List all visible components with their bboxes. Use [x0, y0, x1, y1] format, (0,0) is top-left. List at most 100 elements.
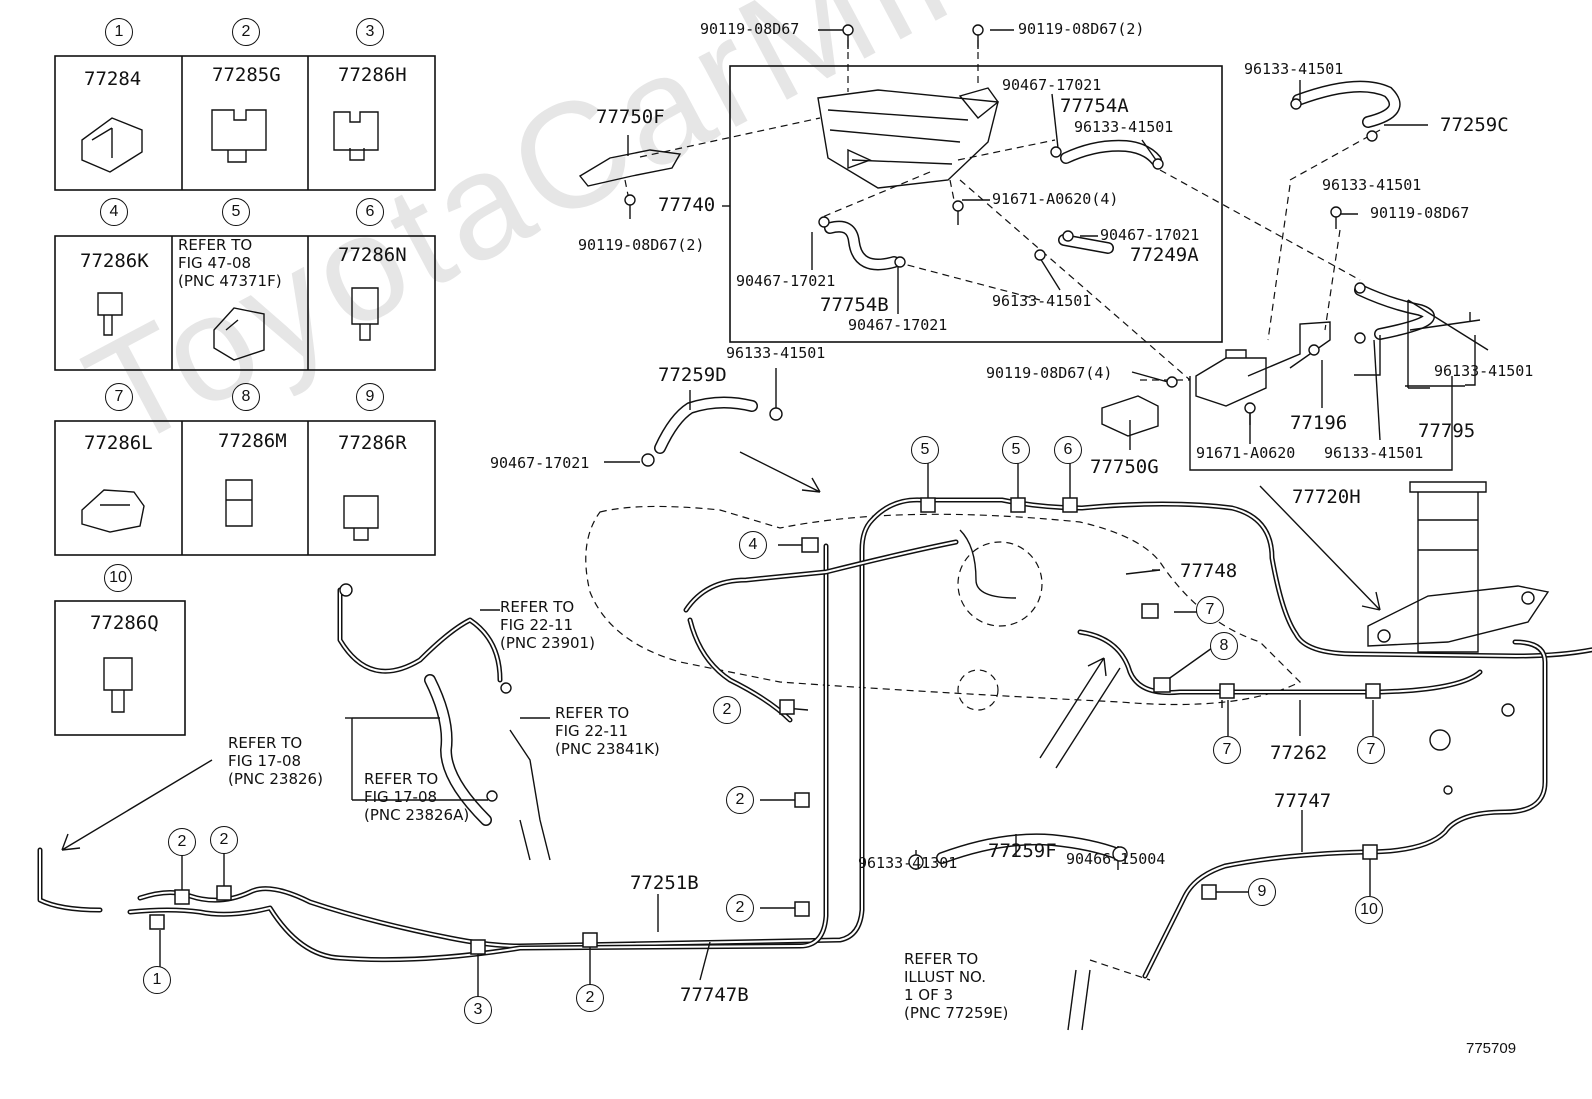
callout-5-b: 5 [1002, 436, 1030, 464]
clip-part-77286N: 77286N [338, 244, 407, 266]
label-77262: 77262 [1270, 742, 1328, 764]
clip-index-6: 6 [356, 198, 384, 226]
clip-sketches [81, 109, 379, 713]
clip-part-ref-47371F: REFER TO FIG 47-08 (PNC 47371F) [178, 236, 282, 290]
label-77747B: 77747B [680, 984, 749, 1006]
canister-assembly [578, 87, 999, 189]
callout-1: 1 [143, 966, 171, 994]
clip-index-9: 9 [356, 383, 384, 411]
label-90467-17021-b: 90467-17021 [1100, 226, 1200, 244]
label-77259C: 77259C [1440, 114, 1509, 136]
leader-lines [159, 29, 1489, 1000]
label-77251B: 77251B [630, 872, 699, 894]
label-77196: 77196 [1290, 412, 1348, 434]
direction-arrows [61, 451, 1381, 851]
label-90119-08D67-2-top: 90119-08D67(2) [1018, 20, 1145, 38]
callout-6: 6 [1054, 436, 1082, 464]
callout-2-e: 2 [726, 786, 754, 814]
clip-index-8: 8 [232, 383, 260, 411]
label-90467-17021-a: 90467-17021 [1002, 76, 1102, 94]
callout-3: 3 [464, 996, 492, 1024]
label-90467-17021-d: 90467-17021 [848, 316, 948, 334]
clip-index-7: 7 [105, 383, 133, 411]
tube-77748 [683, 539, 959, 613]
label-77747: 77747 [1274, 790, 1332, 812]
callout-7-b: 7 [1213, 736, 1241, 764]
clip-part-77286R: 77286R [338, 432, 407, 454]
clip-part-77286M: 77286M [218, 430, 287, 452]
clip-part-77286Q: 77286Q [90, 612, 159, 634]
label-90119-08D67-top: 90119-08D67 [700, 20, 800, 38]
callout-5-a: 5 [911, 436, 939, 464]
label-96133-41501-top: 96133-41501 [1244, 60, 1344, 78]
label-77249A: 77249A [1130, 244, 1199, 266]
clip-part-77285G: 77285G [212, 64, 281, 86]
clip-index-2: 2 [232, 18, 260, 46]
label-77754B: 77754B [820, 294, 889, 316]
clip-index-10: 10 [104, 564, 132, 592]
clip-part-77284: 77284 [84, 68, 142, 90]
tube-77251B [137, 497, 1592, 949]
callout-2-f: 2 [713, 696, 741, 724]
label-96133-41501-e: 96133-41501 [1324, 444, 1424, 462]
label-96133-41301: 96133-41301 [858, 854, 958, 872]
label-96133-41501-b: 96133-41501 [992, 292, 1092, 310]
callout-7-a: 7 [1196, 596, 1224, 624]
label-77795: 77795 [1418, 420, 1476, 442]
clip-part-77286K: 77286K [80, 250, 149, 272]
ref-pnc-23826: REFER TO FIG 17-08 (PNC 23826) [228, 734, 323, 788]
label-96133-41501-c: 96133-41501 [1322, 176, 1422, 194]
ref-pnc-77259E: REFER TO ILLUST NO. 1 OF 3 (PNC 77259E) [904, 950, 1009, 1022]
label-90119-08D67-4: 90119-08D67(4) [986, 364, 1113, 382]
clip-index-5: 5 [222, 198, 250, 226]
hose-clamps [339, 24, 1515, 870]
callout-2-a: 2 [168, 828, 196, 856]
canister-leaders [624, 40, 1381, 381]
label-77750F: 77750F [596, 106, 665, 128]
bracket-77720H [1189, 376, 1453, 471]
callout-10: 10 [1355, 896, 1383, 924]
ref-pnc-23826A: REFER TO FIG 17-08 (PNC 23826A) [364, 770, 470, 824]
label-90119-08D67-2-left: 90119-08D67(2) [578, 236, 705, 254]
fuel-pump-opening [957, 541, 1043, 627]
clip-index-1: 1 [105, 18, 133, 46]
label-77748: 77748 [1180, 560, 1238, 582]
label-96133-41501-d: 96133-41501 [1434, 362, 1534, 380]
callout-2-b: 2 [210, 826, 238, 854]
callout-2-c: 2 [576, 984, 604, 1012]
valve-assembly [1101, 321, 1331, 437]
label-77750G: 77750G [1090, 456, 1159, 478]
label-91671-A0620-4: 91671-A0620(4) [992, 190, 1119, 208]
callout-2-d: 2 [726, 894, 754, 922]
fuel-tank-outline [585, 505, 1302, 706]
label-90119-08D67-right: 90119-08D67 [1370, 204, 1470, 222]
label-91671-A0620: 91671-A0620 [1196, 444, 1296, 462]
label-90467-17021-c: 90467-17021 [736, 272, 836, 290]
label-77259F: 77259F [988, 840, 1057, 862]
canister-frame [729, 65, 1223, 343]
callout-8: 8 [1210, 632, 1238, 660]
illustration-number: 775709 [1466, 1040, 1517, 1057]
label-90467-17021-e: 90467-17021 [490, 454, 590, 472]
clip-part-77286L: 77286L [84, 432, 153, 454]
ref-pnc-23841K: REFER TO FIG 22-11 (PNC 23841K) [555, 704, 660, 758]
sender-opening [957, 669, 999, 711]
label-77720H: 77720H [1292, 486, 1361, 508]
label-77740: 77740 [658, 194, 716, 216]
callout-9: 9 [1248, 878, 1276, 906]
clip-part-77286H: 77286H [338, 64, 407, 86]
filler-pipe [1367, 481, 1550, 653]
label-90466-15004: 90466-15004 [1066, 850, 1166, 868]
label-77754A: 77754A [1060, 95, 1129, 117]
label-96133-41501-f: 96133-41501 [726, 344, 826, 362]
callout-4: 4 [739, 531, 767, 559]
ref-pnc-23901: REFER TO FIG 22-11 (PNC 23901) [500, 598, 595, 652]
pipe-77259E [1067, 969, 1077, 1031]
label-96133-41501-a: 96133-41501 [1074, 118, 1174, 136]
clip-legend-grid [54, 55, 436, 736]
callout-7-c: 7 [1357, 736, 1385, 764]
clip-index-3: 3 [356, 18, 384, 46]
line-clamps [149, 497, 1381, 955]
